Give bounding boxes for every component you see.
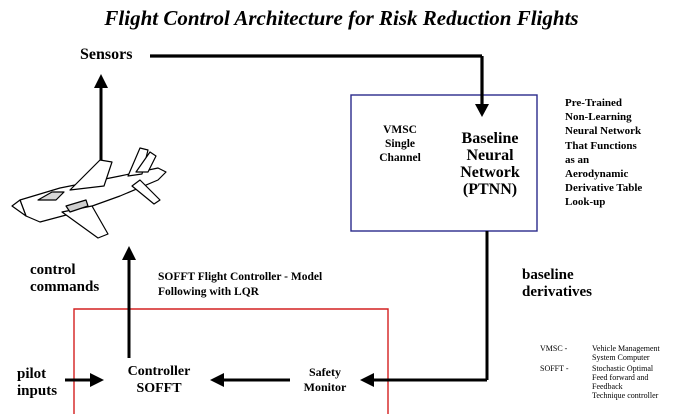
glossary-sofft-abbr: SOFFT - [540,364,569,373]
baseline-derivatives-line1: baseline [522,267,574,283]
diagram-title: Flight Control Architecture for Risk Red… [104,6,579,30]
fighter-jet-icon [11,147,167,239]
pilot-inputs-line1: pilot [17,366,47,382]
controller-box [73,308,389,414]
ptnn-desc-line: Non-Learning [565,111,632,124]
safety-monitor-label: Safety Monitor [290,365,360,395]
ptnn-desc-line: Neural Network [565,125,642,138]
controller-to-aircraft-arrow [122,246,136,358]
control-commands-line2: commands [30,279,100,295]
aircraft-to-sensors-arrow [94,74,108,160]
glossary-vmsc-def: Vehicle Management System Computer [592,344,660,362]
vmsc-line3: Channel [379,152,421,164]
baseline-derivatives-line2: derivatives [522,284,592,300]
safety-monitor-line2: Monitor [303,380,347,394]
controller-line1: Controller [127,364,191,379]
ptnn-line2: Neural [466,147,514,164]
glossary-sofft-def4: Technique controller [592,391,659,400]
controller-line2: SOFFT [136,381,182,396]
ptnn-label: Baseline Neural Network (PTNN) [440,130,540,198]
safety-monitor-line1: Safety [309,365,341,379]
ptnn-line3: Network [460,164,520,181]
ptnn-line1: Baseline [461,130,519,147]
sofft-description: SOFFT Flight Controller - Model Followin… [158,270,322,300]
ptnn-desc-line: Aerodynamic [565,168,629,181]
glossary-vmsc-abbr: VMSC - [540,344,568,353]
ptnn-description: Pre-Trained Non-Learning Neural Network … [565,96,642,210]
sensors-to-nn-arrow [150,54,489,117]
pilot-to-controller-arrow [65,373,104,387]
ptnn-line4: (PTNN) [462,181,518,198]
control-commands-line1: control [30,262,76,278]
glossary-vmsc-def2: System Computer [592,353,650,362]
baseline-derivatives-label: baseline derivatives [522,267,592,301]
glossary-sofft-def: Stochastic Optimal Feed forward and Feed… [592,364,658,400]
ptnn-desc-line: Look-up [565,196,606,209]
vmsc-label: VMSC Single Channel [370,123,430,165]
ptnn-desc-line: Derivative Table [565,182,643,195]
sofft-desc-line2: Following with LQR [158,286,259,298]
controller-label: Controller SOFFT [109,363,209,397]
ptnn-desc-line: as an [565,153,590,166]
glossary-sofft-def3: Feedback [592,382,623,391]
vmsc-line1: VMSC [383,124,417,136]
glossary-vmsc-def1: Vehicle Management [592,344,660,353]
ptnn-desc-line: That Functions [565,139,637,152]
ptnn-desc-line: Pre-Trained [565,97,623,109]
safety-to-controller-arrow [210,373,290,387]
sofft-desc-line1: SOFFT Flight Controller - Model [158,271,323,283]
pilot-inputs-label: pilot inputs [17,366,57,400]
pilot-inputs-line2: inputs [17,383,58,399]
glossary-sofft-def1: Stochastic Optimal [592,364,654,373]
vmsc-line2: Single [384,138,416,150]
control-commands-label: control commands [30,262,99,296]
nn-to-safety-arrow [360,231,489,387]
neural-network-box [350,94,538,232]
glossary-sofft-def2: Feed forward and [592,373,649,382]
sensors-label: Sensors [80,46,133,63]
